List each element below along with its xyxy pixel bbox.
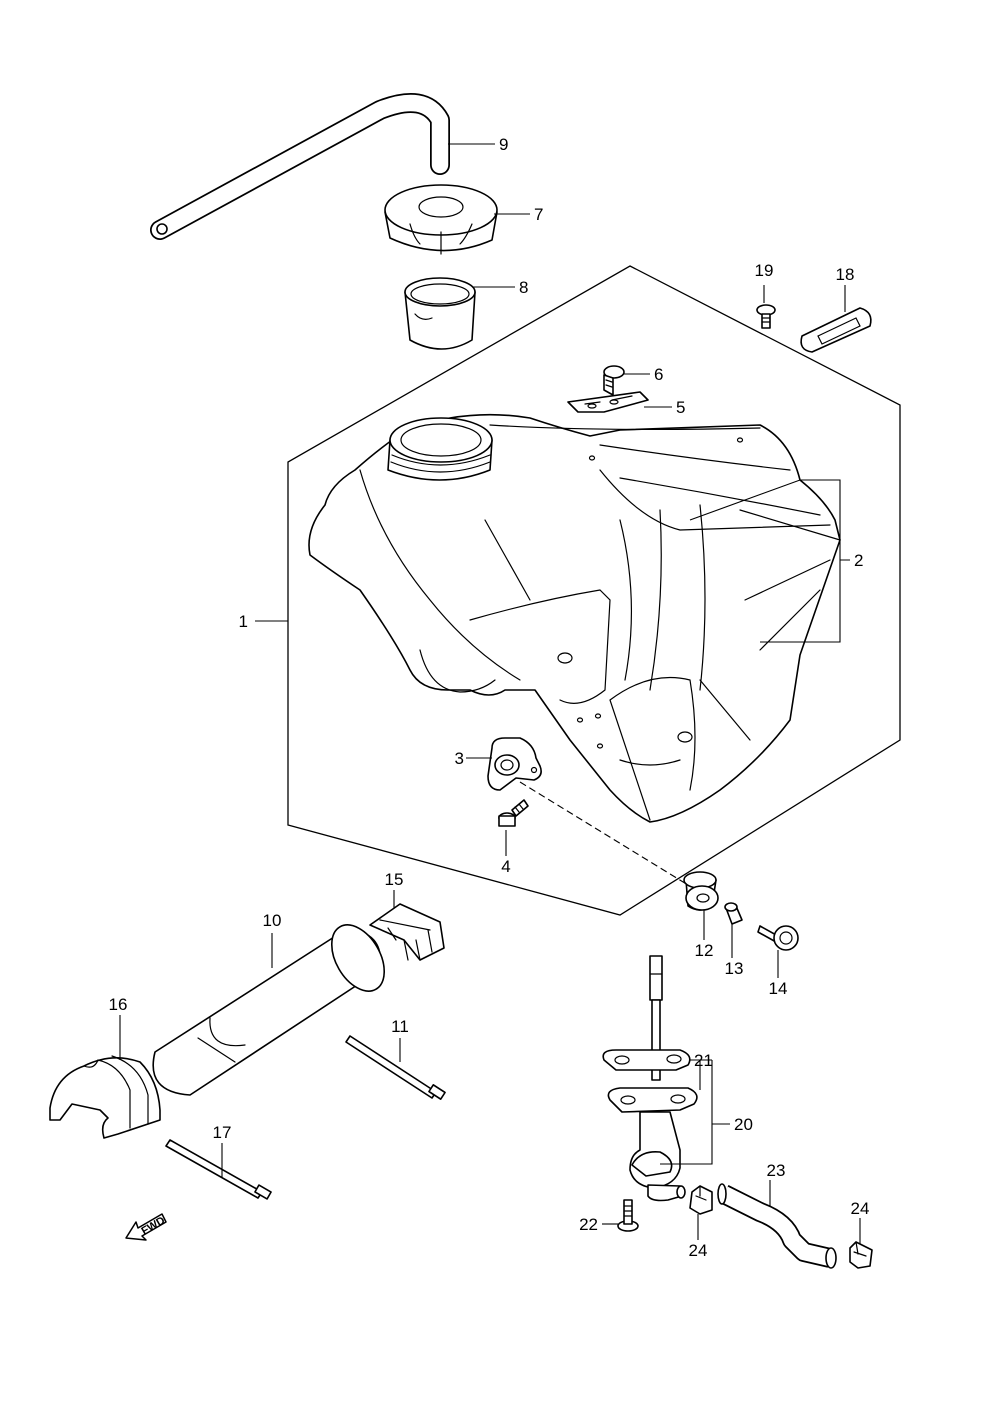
callout-1: 1 xyxy=(239,612,248,631)
callout-23: 23 xyxy=(767,1161,786,1180)
callout-24-b: 24 xyxy=(851,1199,870,1218)
part-bolt-4 xyxy=(498,799,529,827)
part-bolt-19 xyxy=(756,304,776,329)
callout-8: 8 xyxy=(519,278,528,297)
callout-13: 13 xyxy=(725,959,744,978)
callout-5: 5 xyxy=(676,398,685,417)
callout-12: 12 xyxy=(695,941,714,960)
part-cushion-tube xyxy=(152,924,386,1096)
part-cable-tie-11 xyxy=(345,1035,446,1100)
callout-11: 11 xyxy=(391,1017,409,1036)
part-collar xyxy=(724,902,743,925)
assembly-boundary xyxy=(287,265,901,916)
part-fuel-cock xyxy=(602,955,698,1202)
part-filler-ring xyxy=(404,277,476,350)
part-strap-bracket xyxy=(800,307,872,353)
callout-15: 15 xyxy=(385,870,404,889)
callout-19: 19 xyxy=(755,261,774,280)
callout-labels: 1 2 3 4 5 6 7 8 9 10 11 12 13 14 15 16 1… xyxy=(109,135,870,1260)
callout-9: 9 xyxy=(499,135,508,154)
part-tank-mount-bracket xyxy=(487,737,542,791)
callout-16: 16 xyxy=(109,995,128,1014)
part-fuel-cap xyxy=(384,184,498,255)
part-fuel-hose xyxy=(717,1183,837,1269)
callout-6: 6 xyxy=(654,365,663,384)
part-cushion-clip xyxy=(369,903,445,961)
part-screw-6 xyxy=(603,365,625,396)
callout-4: 4 xyxy=(501,857,510,876)
part-fuel-tank xyxy=(308,413,841,823)
callout-18: 18 xyxy=(836,265,855,284)
fwd-label: FWD xyxy=(139,1215,167,1238)
part-hose-clamp-b xyxy=(849,1241,873,1269)
callout-21: 21 xyxy=(694,1051,713,1070)
callout-3: 3 xyxy=(455,749,464,768)
callout-22: 22 xyxy=(579,1215,598,1234)
part-bolt-14 xyxy=(757,925,799,951)
callout-24-a: 24 xyxy=(689,1241,708,1260)
part-hose-clamp-a xyxy=(689,1185,713,1215)
part-screw-22 xyxy=(617,1199,639,1232)
part-rubber-damper xyxy=(49,1055,161,1139)
callout-17: 17 xyxy=(213,1123,232,1142)
part-grommet xyxy=(683,871,719,911)
callout-10: 10 xyxy=(263,911,282,930)
callout-2: 2 xyxy=(854,551,863,570)
part-cable-tie-17 xyxy=(165,1139,272,1200)
callout-20: 20 xyxy=(734,1115,753,1134)
part-breather-hose xyxy=(150,93,450,240)
leader-lines xyxy=(119,143,861,1244)
fwd-arrow-icon: FWD xyxy=(125,1213,167,1241)
callout-7: 7 xyxy=(534,205,543,224)
part-bracket-plate xyxy=(567,391,649,413)
callout-14: 14 xyxy=(769,979,788,998)
